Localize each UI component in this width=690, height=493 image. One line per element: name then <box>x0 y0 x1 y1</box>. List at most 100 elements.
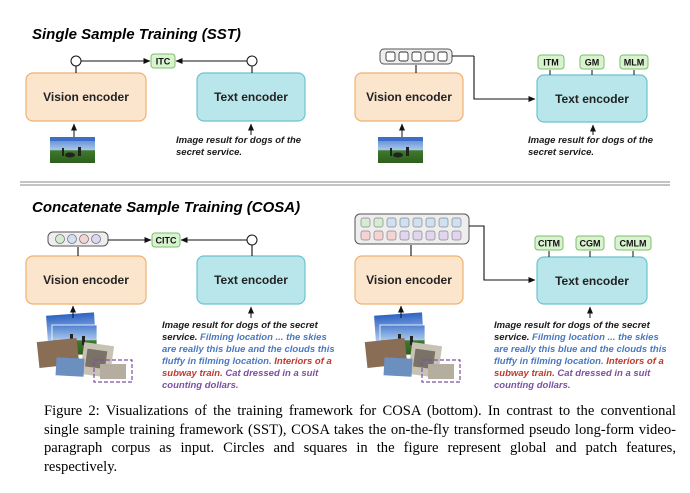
cosa-cgm-tag <box>575 235 605 251</box>
sst-patch-feature <box>398 51 409 62</box>
caption-line: service. Filming location ... the skies <box>162 332 327 343</box>
sst-left-panel: Vision encoder Text encoder ITC Image re… <box>25 53 306 163</box>
cosa-global-feature <box>79 234 89 244</box>
cosa-text-encoder-label: Text encoder <box>214 273 288 287</box>
cosa-patch-feature <box>412 217 423 228</box>
cosa-right-caption: Image result for dogs of the secretservi… <box>494 320 667 391</box>
caption-line: fluffy in filming location. Interiors of… <box>162 356 332 367</box>
sst-right-input-image <box>378 137 423 163</box>
caption-line: counting dollars. <box>494 380 571 391</box>
cosa-right-vision-encoder-label: Vision encoder <box>366 273 452 287</box>
sst-vision-encoder-box <box>25 72 147 122</box>
cosa-text-global-feature <box>246 234 258 246</box>
sst-left-caption-line2: secret service. <box>176 147 242 158</box>
caption-segment: Filming location ... the skies <box>200 332 327 343</box>
caption-segment: Image result for dogs of the secret <box>494 320 651 331</box>
cosa-patch-features <box>360 217 462 241</box>
caption-segment: Cat dressed in a suit <box>557 368 651 379</box>
sst-patch-feature <box>385 51 396 62</box>
cosa-citm-label: CITM <box>538 239 560 249</box>
cosa-citc-tag <box>151 232 181 248</box>
caption-line: Image result for dogs of the secret <box>162 320 319 331</box>
cosa-patch-feature <box>386 230 397 241</box>
cosa-patch-feature <box>425 217 436 228</box>
cosa-patch-feature <box>373 230 384 241</box>
cosa-right-image-collage <box>364 312 461 383</box>
caption-segment: are really this blue and the clouds this <box>162 344 335 355</box>
caption-segment: subway train. <box>494 368 557 379</box>
cosa-patch-feature <box>399 217 410 228</box>
caption-segment: Image result for dogs of the secret <box>162 320 319 331</box>
caption-segment: fluffy in filming location. <box>162 356 274 367</box>
sst-gm-label: GM <box>585 58 600 68</box>
sst-text-encoder-label: Text encoder <box>214 90 288 104</box>
sst-patch-feature <box>411 51 422 62</box>
sst-right-panel: Vision encoder Text encoder ITM GM MLM I… <box>354 48 654 163</box>
sst-input-image <box>50 137 95 163</box>
sst-right-vision-encoder-label: Vision encoder <box>366 90 452 104</box>
sst-vision-encoder-label: Vision encoder <box>43 90 129 104</box>
sst-mlm-tag <box>619 54 649 70</box>
cosa-title: Concatenate Sample Training (COSA) <box>32 199 300 216</box>
cosa-text-encoder-box <box>196 255 306 305</box>
cosa-collage-highlight <box>93 359 133 383</box>
cosa-vision-encoder-box <box>25 255 147 305</box>
sst-itm-label: ITM <box>543 58 559 68</box>
training-framework-figure: Single Sample Training (SST) Vision enco… <box>20 26 670 391</box>
sst-right-vision-encoder-box <box>354 72 464 122</box>
cosa-patch-feature <box>438 217 449 228</box>
cosa-patch-feature <box>438 230 449 241</box>
cosa-left-caption: Image result for dogs of the secretservi… <box>162 320 335 391</box>
sst-gm-tag <box>579 54 605 70</box>
sst-text-global-feature <box>246 55 258 67</box>
caption-line: service. Filming location ... the skies <box>494 332 659 343</box>
sst-itc-tag <box>150 53 176 69</box>
cosa-citm-tag <box>534 235 564 251</box>
cosa-cmlm-label: CMLM <box>620 239 647 249</box>
cosa-patches-to-text-arrow <box>469 225 536 283</box>
caption-segment: are really this blue and the clouds this <box>494 344 667 355</box>
sst-patch-feature <box>437 51 448 62</box>
sst-right-caption-line1: Image result for dogs of the <box>528 135 654 146</box>
sst-right-text-encoder-label: Text encoder <box>555 92 629 106</box>
sst-itm-tag <box>537 54 565 70</box>
cosa-patch-feature <box>360 230 371 241</box>
cosa-patch-feature <box>451 230 462 241</box>
caption-line: counting dollars. <box>162 380 239 391</box>
caption-line: are really this blue and the clouds this <box>162 344 335 355</box>
cosa-global-feature <box>91 234 101 244</box>
caption-segment: counting dollars. <box>162 380 239 391</box>
cosa-global-feature <box>67 234 77 244</box>
caption-segment: counting dollars. <box>494 380 571 391</box>
cosa-right-text-encoder-label: Text encoder <box>555 274 629 288</box>
caption-segment: service. <box>162 332 200 343</box>
caption-segment: Filming location ... the skies <box>532 332 659 343</box>
sst-title: Single Sample Training (SST) <box>32 26 241 43</box>
cosa-right-panel: Vision encoder Text encoder CITM CGM CML… <box>354 213 667 391</box>
caption-line: subway train. Cat dressed in a suit <box>494 368 651 379</box>
cosa-image-collage <box>36 312 133 383</box>
cosa-patch-feature <box>386 217 397 228</box>
caption-segment: service. <box>494 332 532 343</box>
caption-segment: fluffy in filming location. <box>494 356 606 367</box>
caption-segment: Interiors of a <box>274 356 332 367</box>
cosa-citc-label: CITC <box>156 236 177 246</box>
caption-line: fluffy in filming location. Interiors of… <box>494 356 664 367</box>
cosa-right-vision-encoder-box <box>354 255 464 305</box>
cosa-vision-encoder-label: Vision encoder <box>43 273 129 287</box>
sst-mlm-label: MLM <box>624 58 645 68</box>
cosa-cgm-label: CGM <box>580 239 601 249</box>
sst-vision-global-feature <box>70 55 82 67</box>
sst-right-caption-line2: secret service. <box>528 147 594 158</box>
cosa-patch-feature <box>360 217 371 228</box>
sst-patches-to-text-arrow <box>473 56 536 102</box>
caption-segment: Cat dressed in a suit <box>225 368 319 379</box>
cosa-patch-feature <box>425 230 436 241</box>
caption-line: Image result for dogs of the secret <box>494 320 651 331</box>
sst-left-caption-line1: Image result for dogs of the <box>176 135 302 146</box>
cosa-patch-feature-grid <box>354 213 470 245</box>
cosa-left-panel: Vision encoder Text encoder CITC Image r… <box>25 231 335 391</box>
cosa-patch-feature <box>412 230 423 241</box>
cosa-global-feature <box>55 234 65 244</box>
figure-caption: Figure 2: Visualizations of the training… <box>44 403 676 475</box>
